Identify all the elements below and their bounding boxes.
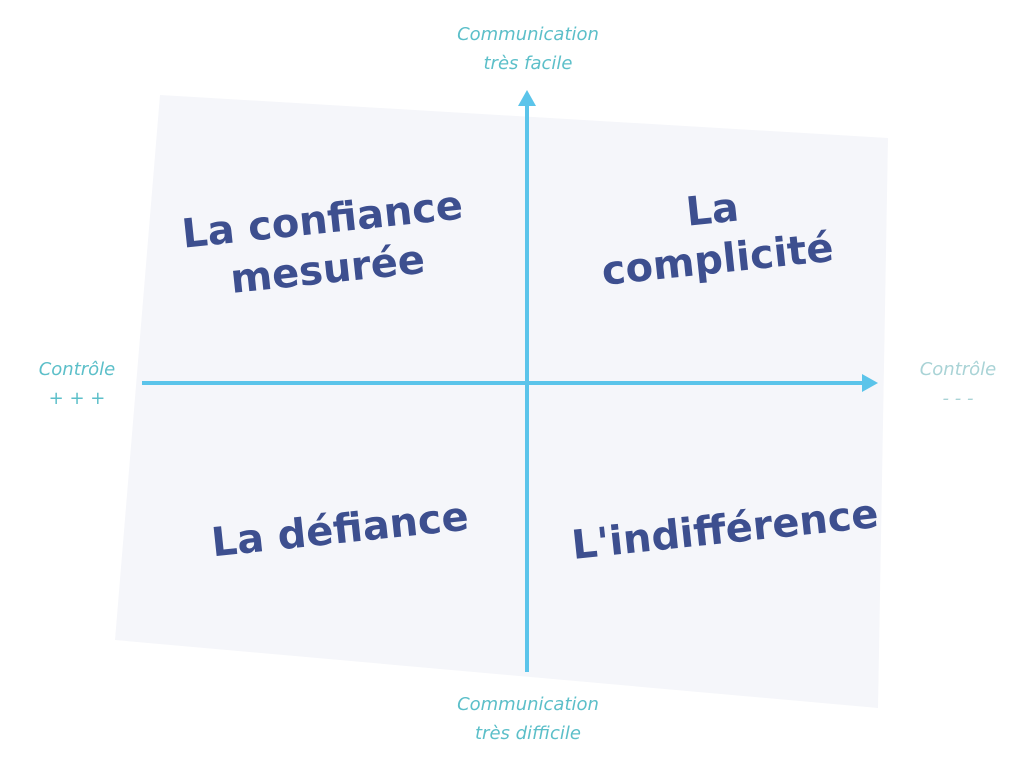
up-arrow-icon (518, 90, 536, 106)
axis-label-bottom-line2: très difficile (474, 723, 582, 744)
axis-label-right: Contrôle - - - (903, 355, 1013, 413)
axis-label-bottom: Communication très difficile (428, 690, 628, 748)
axis-label-bottom-line1: Communication (457, 694, 599, 715)
axis-label-top: Communication très facile (428, 20, 628, 78)
axis-label-left-line1: Contrôle (38, 359, 116, 380)
axis-label-top-line1: Communication (457, 24, 599, 45)
axis-label-right-line2: - - - (942, 388, 974, 409)
axis-label-left: Contrôle + + + (22, 355, 132, 413)
axis-label-top-line2: très facile (483, 53, 573, 74)
axis-label-left-line2: + + + (48, 388, 106, 409)
axis-label-right-line1: Contrôle (919, 359, 997, 380)
right-arrow-icon (862, 374, 878, 392)
paper-background (115, 95, 888, 708)
